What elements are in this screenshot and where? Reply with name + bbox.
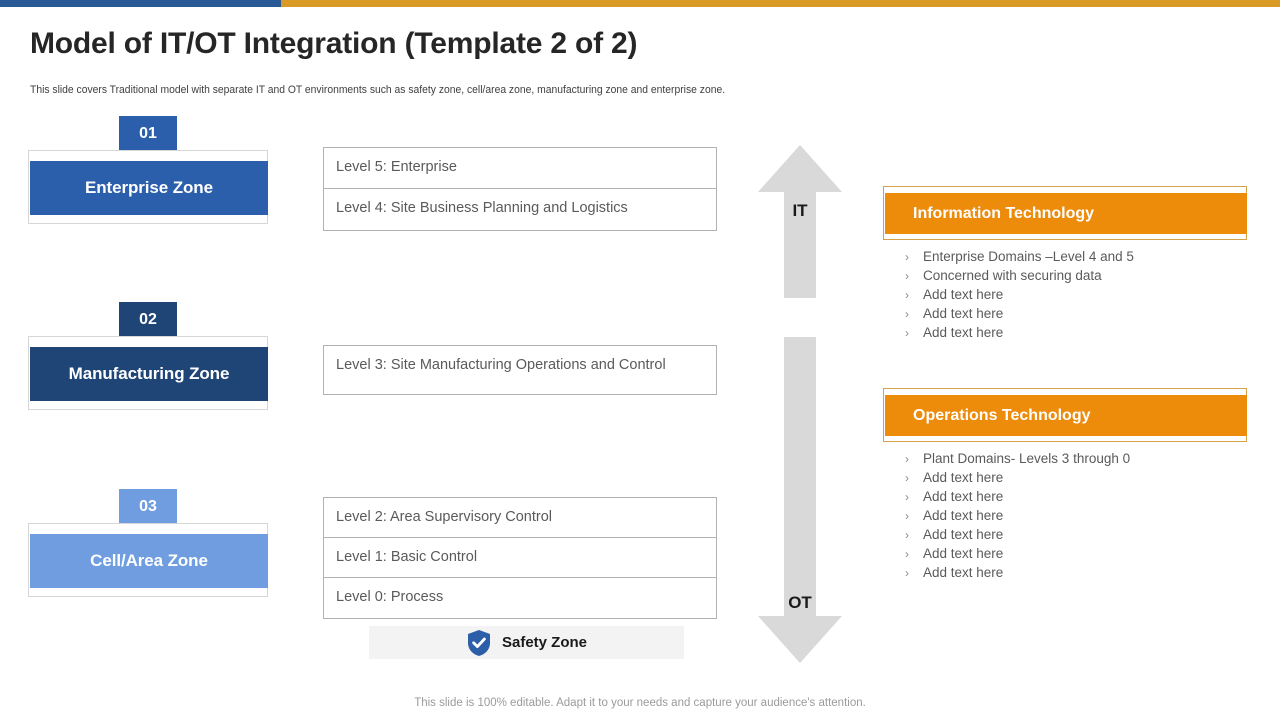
it-arrow: IT [758, 145, 842, 298]
panel-title: Operations Technology [913, 406, 1091, 424]
panel-header-fill: Information Technology [885, 193, 1247, 234]
level-row: Level 5: Enterprise [324, 148, 716, 189]
level-row: Level 1: Basic Control [324, 538, 716, 578]
list-item: › Add text here [905, 565, 1130, 584]
list-item-label: Add text here [923, 565, 1004, 580]
safety-zone-label: Safety Zone [501, 634, 588, 651]
zone-label: Enterprise Zone [85, 178, 213, 197]
list-item-label: Add text here [923, 306, 1004, 321]
list-item-label: Add text here [923, 546, 1004, 561]
level-row: Level 2: Area Supervisory Control [324, 498, 716, 538]
zone-number-badge: 01 [119, 116, 177, 151]
zone-label-box: Manufacturing Zone [30, 347, 268, 401]
page-subtitle: This slide covers Traditional model with… [30, 84, 726, 96]
list-item-label: Concerned with securing data [923, 268, 1102, 283]
arrow-down-icon [758, 337, 842, 663]
list-item: › Add text here [905, 508, 1130, 527]
zone-frame: Manufacturing Zone [28, 336, 268, 410]
bullet-list-operations-technology: › Plant Domains- Levels 3 through 0 › Ad… [905, 451, 1130, 584]
list-item: › Plant Domains- Levels 3 through 0 [905, 451, 1130, 470]
list-item: › Add text here [905, 325, 1134, 344]
chevron-bullet-icon: › [905, 326, 909, 340]
list-item: › Concerned with securing data [905, 268, 1134, 287]
list-item-label: Enterprise Domains –Level 4 and 5 [923, 249, 1134, 264]
list-item-label: Add text here [923, 489, 1004, 504]
page-title: Model of IT/OT Integration (Template 2 o… [30, 27, 638, 60]
zone-label-box: Cell/Area Zone [30, 534, 268, 588]
zone-label: Manufacturing Zone [68, 364, 230, 383]
shield-check-icon [466, 629, 492, 657]
top-accent-bar-orange [281, 0, 1280, 7]
list-item-label: Add text here [923, 527, 1004, 542]
chevron-bullet-icon: › [905, 490, 909, 504]
list-item: › Add text here [905, 306, 1134, 325]
zone-label-box: Enterprise Zone [30, 161, 268, 215]
chevron-bullet-icon: › [905, 547, 909, 561]
chevron-bullet-icon: › [905, 528, 909, 542]
list-item: › Enterprise Domains –Level 4 and 5 [905, 249, 1134, 268]
top-accent-bar-blue [0, 0, 281, 7]
list-item: › Add text here [905, 287, 1134, 306]
chevron-bullet-icon: › [905, 509, 909, 523]
chevron-bullet-icon: › [905, 307, 909, 321]
chevron-bullet-icon: › [905, 288, 909, 302]
ot-arrow-label: OT [788, 593, 812, 612]
level-row: Level 4: Site Business Planning and Logi… [336, 200, 628, 216]
list-item-label: Plant Domains- Levels 3 through 0 [923, 451, 1131, 466]
panel-header-operations-technology: Operations Technology [883, 388, 1247, 442]
level-group-manufacturing: Level 3: Site Manufacturing Operations a… [323, 345, 717, 395]
level-row: Level 3: Site Manufacturing Operations a… [336, 357, 666, 373]
level-row: Level 0: Process [336, 589, 444, 605]
ot-arrow: OT [758, 337, 842, 663]
list-item-label: Add text here [923, 470, 1004, 485]
safety-zone-banner: Safety Zone [369, 626, 684, 659]
list-item: › Add text here [905, 546, 1130, 565]
footer-note: This slide is 100% editable. Adapt it to… [414, 697, 866, 709]
zone-label: Cell/Area Zone [90, 551, 208, 570]
list-item-label: Add text here [923, 287, 1004, 302]
bullet-list-information-technology: › Enterprise Domains –Level 4 and 5 › Co… [905, 249, 1134, 344]
panel-title: Information Technology [913, 204, 1095, 222]
arrow-up-icon [758, 145, 842, 298]
chevron-bullet-icon: › [905, 452, 909, 466]
zone-number-badge: 02 [119, 302, 177, 337]
list-item: › Add text here [905, 527, 1130, 546]
list-item-label: Add text here [923, 508, 1004, 523]
chevron-bullet-icon: › [905, 250, 909, 264]
panel-header-fill: Operations Technology [885, 395, 1247, 436]
chevron-bullet-icon: › [905, 269, 909, 283]
it-arrow-label: IT [792, 201, 808, 220]
list-item-label: Add text here [923, 325, 1004, 340]
panel-header-information-technology: Information Technology [883, 186, 1247, 240]
list-item: › Add text here [905, 489, 1130, 508]
list-item: › Add text here [905, 470, 1130, 489]
level-group-cell-area: Level 2: Area Supervisory Control Level … [323, 497, 717, 619]
zone-frame: Enterprise Zone [28, 150, 268, 224]
chevron-bullet-icon: › [905, 566, 909, 580]
zone-number-badge: 03 [119, 489, 177, 524]
chevron-bullet-icon: › [905, 471, 909, 485]
level-group-enterprise: Level 5: Enterprise Level 4: Site Busine… [323, 147, 717, 231]
zone-frame: Cell/Area Zone [28, 523, 268, 597]
